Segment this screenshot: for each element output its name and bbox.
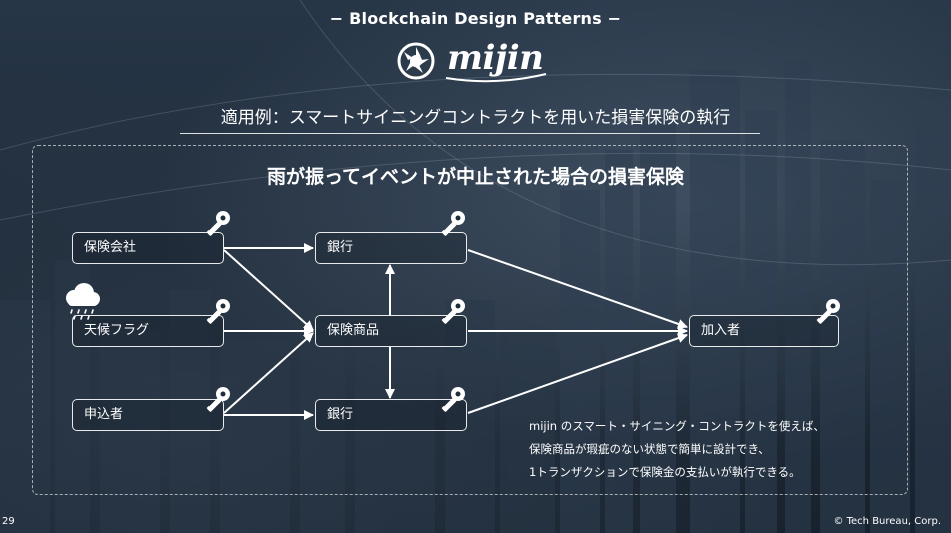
key-icon — [441, 299, 465, 324]
note-line: 1トランザクションで保険金の支払いが執行できる。 — [529, 465, 801, 479]
node-applicant: 申込者 — [72, 399, 224, 431]
note-line: mijin のスマート・サイニング・コントラクトを使えば、 — [529, 419, 825, 433]
subtitle-divider — [180, 133, 760, 134]
mijin-logo-icon — [397, 42, 547, 83]
key-icon — [441, 387, 465, 412]
page-number: 29 — [2, 516, 15, 527]
key-icon — [816, 299, 840, 324]
node-subscriber: 加入者 — [689, 315, 839, 347]
key-icon — [206, 211, 230, 236]
logo-text: mijin — [447, 38, 544, 78]
rain-cloud-icon — [66, 283, 100, 320]
note-line: 保険商品が瑕疵のない状態で簡単に設計でき、 — [529, 442, 770, 456]
diagram-title: 雨が振ってイベントが中止された場合の損害保険 — [266, 166, 685, 188]
diagram-panel — [32, 145, 908, 495]
key-icon — [206, 299, 230, 324]
section-title: − Blockchain Design Patterns − — [329, 9, 622, 28]
copyright: © Tech Bureau, Corp. — [833, 516, 941, 527]
node-bank-bottom: 銀行 — [315, 399, 467, 431]
key-icon — [206, 387, 230, 412]
explanation-note: mijin のスマート・サイニング・コントラクトを使えば、 保険商品が瑕疵のない… — [529, 415, 889, 484]
page-subtitle: 適用例：スマートサイニングコントラクトを用いた損害保険の執行 — [220, 108, 731, 128]
key-icon — [441, 211, 465, 236]
node-weather-flag: 天候フラグ — [72, 315, 224, 347]
node-insurer: 保険会社 — [72, 232, 224, 264]
node-insurance-product: 保険商品 — [315, 315, 467, 347]
node-bank-top: 銀行 — [315, 232, 467, 264]
